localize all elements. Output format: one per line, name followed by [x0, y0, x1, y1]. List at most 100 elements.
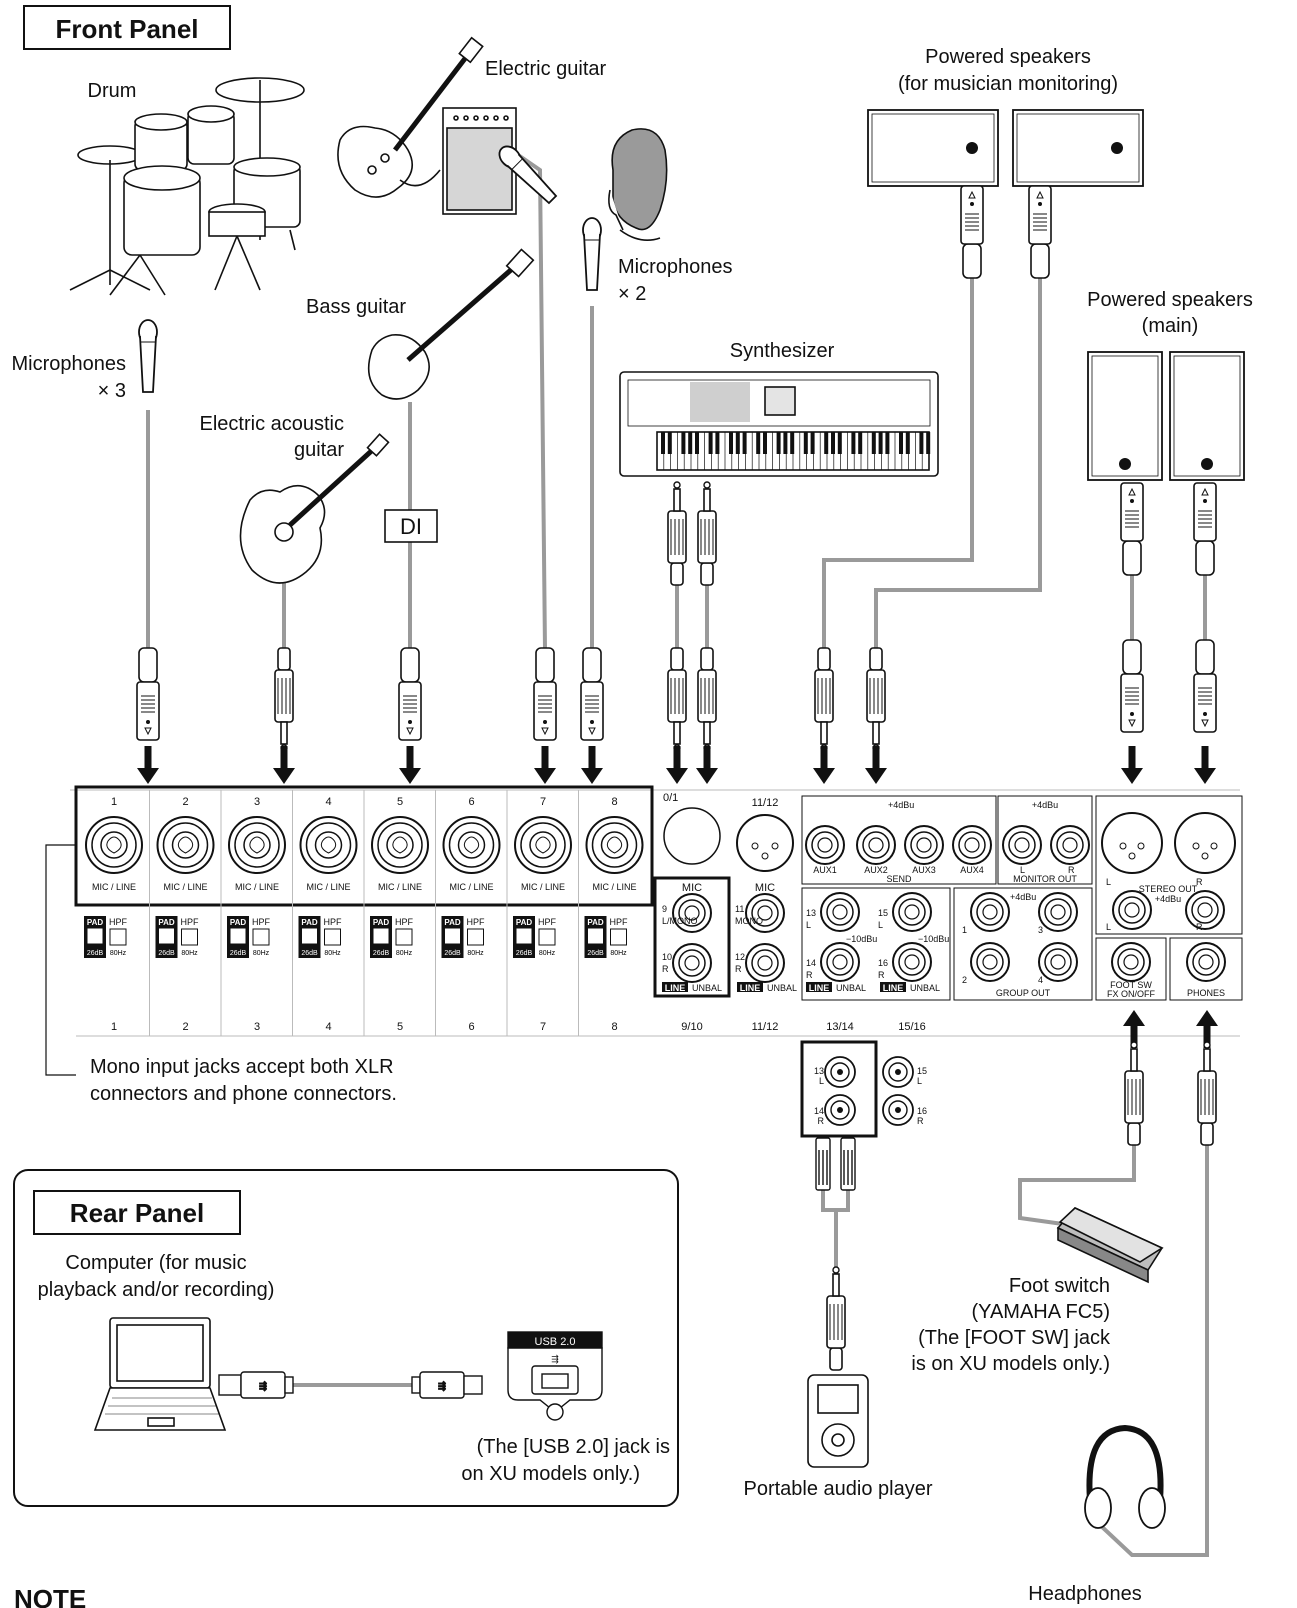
svg-text:⇶: ⇶	[259, 1381, 267, 1391]
usb-label: USB 2.0	[535, 1336, 576, 1348]
unbal-1314: UNBAL	[836, 983, 866, 993]
portable-audio-player-label: Portable audio player	[743, 1478, 932, 1500]
stereo-jack-r: R	[1196, 922, 1203, 932]
channel-8-bottom-number: 8	[611, 1021, 617, 1033]
jack-12-label: 12	[735, 952, 745, 962]
unbal-1516: UNBAL	[910, 983, 940, 993]
channel-6-pad-button[interactable]: PAD 26dB	[441, 916, 464, 958]
hpf-label: HPF	[610, 917, 629, 927]
jack-12-r: R	[735, 964, 742, 974]
channel-5-combo-jack	[371, 816, 429, 874]
hpf-hz-label: 80Hz	[253, 950, 270, 957]
foot-switch-label-2: (YAMAHA FC5)	[971, 1301, 1110, 1323]
jack-11-label: 11	[735, 904, 744, 914]
rca-16: 16	[917, 1106, 927, 1116]
usb-jack: USB 2.0 ⇶	[507, 1331, 603, 1421]
di-box: DI	[384, 509, 438, 543]
rca-jack-1	[824, 1056, 856, 1088]
jack-10-label: 10	[662, 952, 672, 962]
mono-input-bracket	[45, 844, 76, 1076]
monitor-speakers-label-1: Powered speakers	[925, 46, 1091, 68]
minus10-1314: −10dBu	[846, 934, 877, 944]
hpf-hz-label: 80Hz	[396, 950, 413, 957]
pad-db-label: 26dB	[230, 950, 247, 957]
aux1-label: AUX1	[813, 865, 837, 875]
rca-14: 14	[814, 1106, 824, 1116]
channel-6-bottom-number: 6	[468, 1021, 474, 1033]
channel-6-number: 6	[468, 796, 474, 808]
channel-4-mic-line: MIC / LINE	[306, 882, 350, 892]
monitor-out-label: MONITOR OUT	[1013, 874, 1077, 884]
footsw-plug	[1124, 1041, 1144, 1146]
channel-5-hpf-button[interactable]: HPF 80Hz	[395, 917, 414, 957]
usb-note-1: (The [USB 2.0] jack is	[477, 1436, 670, 1458]
rear-panel-title: Rear Panel	[70, 1198, 204, 1228]
acoustic-guitar-label-2: guitar	[294, 439, 344, 461]
jack-9-label: 9	[662, 904, 667, 914]
send-label: SEND	[886, 874, 912, 884]
send-plus4: +4dBu	[888, 800, 914, 810]
hpf-label: HPF	[395, 917, 414, 927]
group-2: 2	[962, 975, 967, 985]
group-1: 1	[962, 925, 967, 935]
ch910-label: 0/1	[663, 792, 678, 804]
rear-panel-box: Rear Panel Computer (for music playback …	[13, 1169, 679, 1507]
electric-guitar-label: Electric guitar	[485, 58, 606, 80]
channel-6-combo-jack	[442, 816, 501, 874]
channel-7-combo-jack	[514, 816, 572, 874]
drum-label: Drum	[88, 80, 137, 102]
jack-16: 16	[878, 958, 888, 968]
synthesizer-label: Synthesizer	[730, 340, 835, 362]
ch1112-label: 11/12	[752, 797, 779, 809]
pad-db-label: 26dB	[444, 950, 461, 957]
pad-label: PAD	[444, 918, 461, 927]
vocal-mics-label: Microphones	[618, 256, 733, 278]
channel-2-number: 2	[182, 796, 188, 808]
rca-13: 13	[814, 1066, 824, 1076]
stereo-plus4: +4dBu	[1155, 894, 1181, 904]
line-badge-1516: LINE	[883, 983, 904, 993]
svg-text:⇶: ⇶	[551, 1354, 559, 1364]
channel-3-bottom-number: 3	[254, 1021, 260, 1033]
line-badge-910: LINE	[665, 983, 686, 993]
unbal-910: UNBAL	[692, 983, 722, 993]
input-arrows	[137, 746, 1216, 784]
front-panel-title: Front Panel	[55, 14, 198, 44]
channel-2-bottom-number: 2	[182, 1021, 188, 1033]
channel-7-mic-line: MIC / LINE	[521, 882, 565, 892]
hpf-hz-label: 80Hz	[324, 950, 341, 957]
mono-input-note-2: connectors and phone connectors.	[90, 1083, 397, 1105]
jack-15-l: L	[878, 920, 883, 930]
fx-onoff-label: FX ON/OFF	[1107, 989, 1155, 999]
pad-label: PAD	[87, 918, 104, 927]
foot-switch-label-4: is on XU models only.)	[911, 1353, 1110, 1375]
portable-audio-player-icon	[807, 1374, 869, 1468]
pad-db-label: 26dB	[373, 950, 390, 957]
player-plug	[826, 1266, 846, 1371]
line-badge-1112: LINE	[740, 983, 761, 993]
pad-db-label: 26dB	[87, 950, 104, 957]
phones-label: PHONES	[1187, 988, 1225, 998]
stereo-l: L	[1106, 877, 1111, 887]
channel-3-mic-line: MIC / LINE	[235, 882, 279, 892]
input-plugs	[136, 639, 1217, 752]
rca-plugs	[815, 1137, 856, 1191]
channel-1-pad-button[interactable]: PAD 26dB	[84, 916, 106, 958]
rca-14-r: R	[818, 1116, 825, 1126]
jack-13: 13	[806, 908, 816, 918]
channel-2-mic-line: MIC / LINE	[163, 882, 207, 892]
